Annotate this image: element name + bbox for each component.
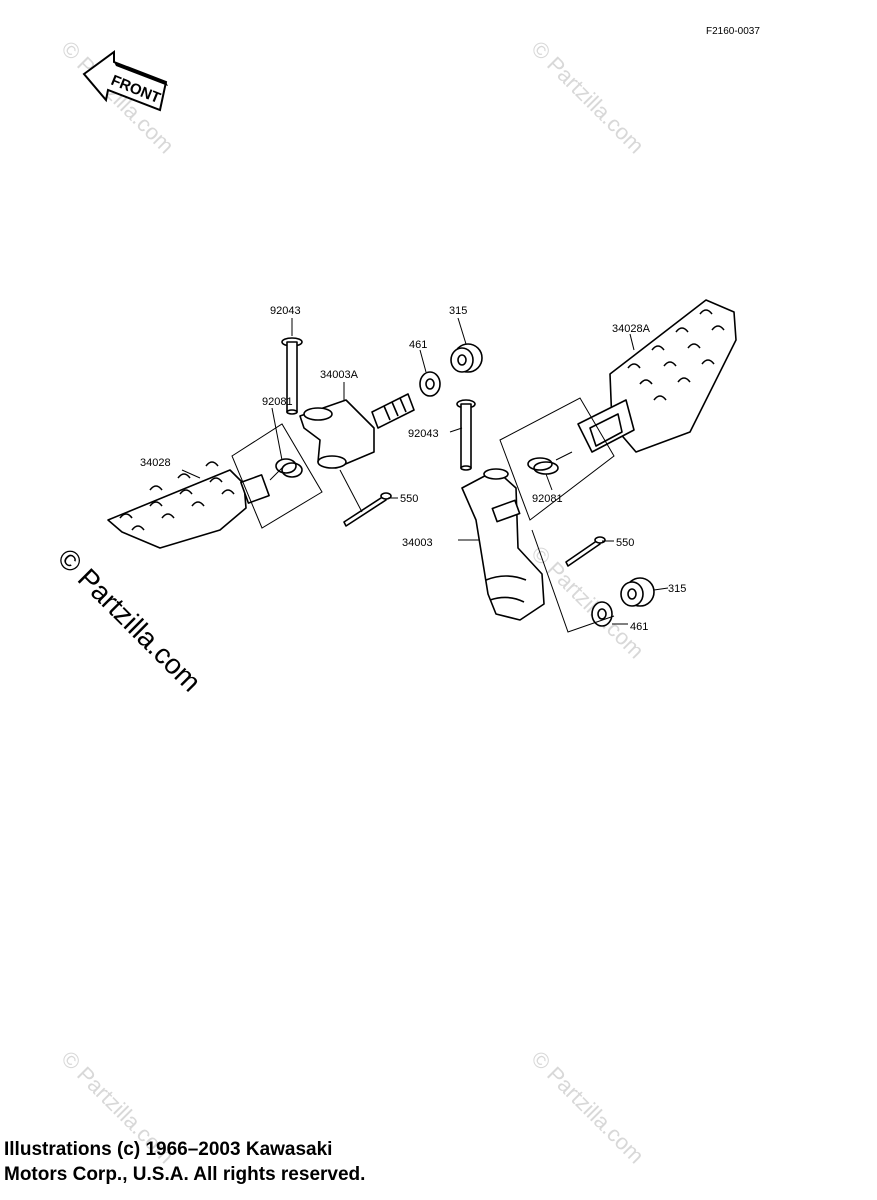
washer-461-right-icon bbox=[591, 601, 613, 627]
watermarks: © Partzilla.com © Partzilla.com © Partzi… bbox=[52, 36, 649, 1169]
pin-92043-right-icon bbox=[456, 399, 476, 471]
cotter-pin-550-right-icon bbox=[565, 536, 606, 567]
watermark-bottom-right: © Partzilla.com bbox=[526, 1046, 649, 1169]
cotter-pin-550-left-icon bbox=[343, 492, 392, 527]
nut-315-right-icon bbox=[620, 577, 655, 607]
nut-315-left-icon bbox=[450, 343, 483, 373]
spring-92081-left-icon bbox=[269, 458, 303, 481]
label-461-left: 461 bbox=[409, 339, 427, 351]
label-34028A: 34028A bbox=[612, 323, 651, 335]
copyright-line-2: Motors Corp., U.S.A. All rights reserved… bbox=[4, 1164, 366, 1185]
label-550-right: 550 bbox=[616, 537, 634, 549]
washer-461-left-icon bbox=[419, 371, 441, 397]
watermark-top-right: © Partzilla.com bbox=[526, 36, 649, 159]
label-461-right: 461 bbox=[630, 621, 648, 633]
spring-92081-right-icon bbox=[527, 451, 573, 475]
label-315-left: 315 bbox=[449, 305, 467, 317]
label-92081-right: 92081 bbox=[532, 493, 563, 505]
right-footpeg-assembly bbox=[449, 299, 737, 633]
label-34003: 34003 bbox=[402, 537, 433, 549]
part-labels: 92043 315 461 34003A 92081 34028 550 340… bbox=[140, 305, 686, 633]
footpeg-34028-icon bbox=[107, 461, 270, 549]
label-34003A: 34003A bbox=[320, 369, 359, 381]
label-550-left: 550 bbox=[400, 493, 418, 505]
label-92081-left: 92081 bbox=[262, 396, 293, 408]
diagram-code: F2160-0037 bbox=[706, 26, 760, 37]
pin-92043-left-icon bbox=[281, 337, 303, 415]
watermark-prominent: © Partzilla.com bbox=[52, 542, 207, 697]
footpeg-34028A-icon bbox=[577, 299, 737, 453]
left-footpeg-assembly bbox=[107, 317, 483, 549]
copyright-line-1: Illustrations (c) 1966–2003 Kawasaki bbox=[4, 1139, 333, 1160]
copyright-notice: Illustrations (c) 1966–2003 Kawasaki Mot… bbox=[4, 1137, 365, 1187]
label-315-right: 315 bbox=[668, 583, 686, 595]
label-92043-left: 92043 bbox=[270, 305, 301, 317]
pedal-34003-icon bbox=[461, 468, 545, 621]
bracket-34003A-icon bbox=[299, 393, 415, 469]
label-92043-right: 92043 bbox=[408, 428, 439, 440]
label-34028: 34028 bbox=[140, 457, 171, 469]
